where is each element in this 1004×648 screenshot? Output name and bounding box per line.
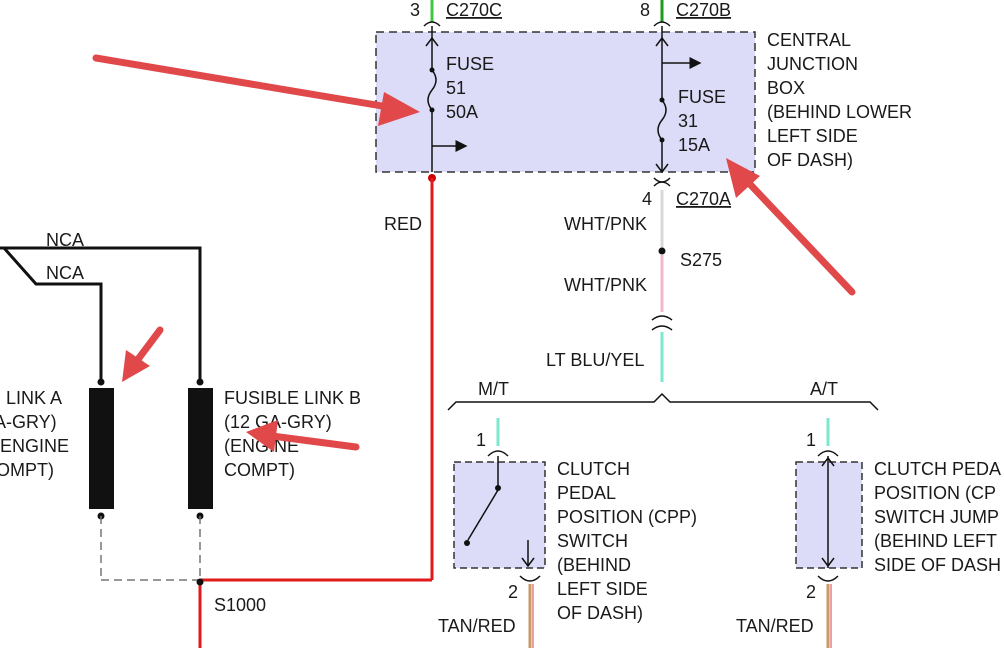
cpp-label-1: CLUTCH [557, 459, 630, 479]
jumper-pin-2: 2 [806, 582, 816, 602]
central-junction-box [375, 31, 756, 173]
jumper-label-5: SIDE OF DASH [874, 555, 1001, 575]
cpp-label-2: PEDAL [557, 483, 616, 503]
fuse-31-symbol [657, 38, 667, 172]
junction-box-label-1: CENTRAL [767, 30, 851, 50]
annotation-arrow-link-b [246, 420, 360, 452]
link-a-label-3: ENGINE [0, 436, 69, 456]
link-b-label-2: (12 GA-GRY) [224, 412, 332, 432]
jumper-label-4: (BEHIND LEFT [874, 531, 997, 551]
cpp-label-3: POSITION (CPP) [557, 507, 697, 527]
pin-c270c: 3 [410, 0, 420, 20]
wire-nca-2-label: NCA [46, 263, 84, 283]
connector-c270a: C270A [676, 189, 731, 209]
wire-nca-2 [2, 247, 103, 380]
junction-box-label-2: JUNCTION [767, 54, 858, 74]
jumper-label-3: SWITCH JUMP [874, 507, 999, 527]
junction-box-label-5: LEFT SIDE [767, 126, 858, 146]
pin-c270b: 8 [640, 0, 650, 20]
fuse-31-label-2: 31 [678, 111, 698, 131]
fuse-51-label-1: FUSE [446, 54, 494, 74]
splice-s1000-label: S1000 [214, 595, 266, 615]
cpp-pin-1: 1 [476, 430, 486, 450]
wire-nca-1-label: NCA [46, 230, 84, 250]
fuse-51-label-3: 50A [446, 102, 478, 122]
wire-red-label: RED [384, 214, 422, 234]
jumper-label-1: CLUTCH PEDA [874, 459, 1001, 479]
junction-box-label-6: OF DASH) [767, 150, 853, 170]
branch-mt: M/T [478, 379, 509, 399]
fusible-link-b [188, 388, 213, 509]
cpp-label-6: LEFT SIDE [557, 579, 648, 599]
annotation-arrow-fuse51 [92, 54, 420, 126]
fuse-31-label-3: 15A [678, 135, 710, 155]
cpp-switch-lever [467, 489, 499, 541]
splice-s1000 [196, 578, 204, 586]
wire-lt-blu-yel-label: LT BLU/YEL [546, 350, 644, 370]
jumper-label-2: POSITION (CP [874, 483, 996, 503]
junction-box-label-4: (BEHIND LOWER [767, 102, 912, 122]
jumper-pin-1: 1 [806, 430, 816, 450]
link-b-label-1: FUSIBLE LINK B [224, 388, 361, 408]
link-a-label-2: A-GRY) [0, 412, 57, 432]
annotation-arrow-link-a [122, 326, 164, 382]
cpp-switch-box [453, 461, 546, 569]
splice-s275-label: S275 [680, 250, 722, 270]
link-b-label-3: (ENGINE [224, 436, 299, 456]
link-a-label-4: OMPT) [0, 460, 54, 480]
cpp-jumper-box [795, 461, 863, 569]
fuse-51-label-2: 51 [446, 78, 466, 98]
wire-tan-red-1-label: TAN/RED [438, 616, 516, 636]
branch-bracket [447, 392, 879, 411]
splice-s275 [658, 247, 666, 255]
cpp-label-4: SWITCH [557, 531, 628, 551]
annotation-arrow-fuse31 [726, 158, 856, 296]
link-b-label-4: COMPT) [224, 460, 295, 480]
fusible-link-a [89, 388, 114, 509]
cpp-label-5: (BEHIND [557, 555, 631, 575]
junction-box-label-3: BOX [767, 78, 805, 98]
pin-c270a: 4 [642, 189, 652, 209]
fuse-31-label-1: FUSE [678, 87, 726, 107]
wire-wht-pnk-2-label: WHT/PNK [564, 275, 647, 295]
branch-at: A/T [810, 379, 838, 399]
cpp-pin-2: 2 [508, 582, 518, 602]
cpp-label-7: OF DASH) [557, 603, 643, 623]
connector-c270c: C270C [446, 0, 502, 20]
connector-c270b: C270B [676, 0, 731, 20]
fuse-51-symbol [427, 38, 437, 172]
wire-tan-red-2-label: TAN/RED [736, 616, 814, 636]
link-a-label-1: LINK A [6, 388, 62, 408]
wire-nca-1 [0, 246, 202, 380]
wire-wht-pnk-1-label: WHT/PNK [564, 214, 647, 234]
